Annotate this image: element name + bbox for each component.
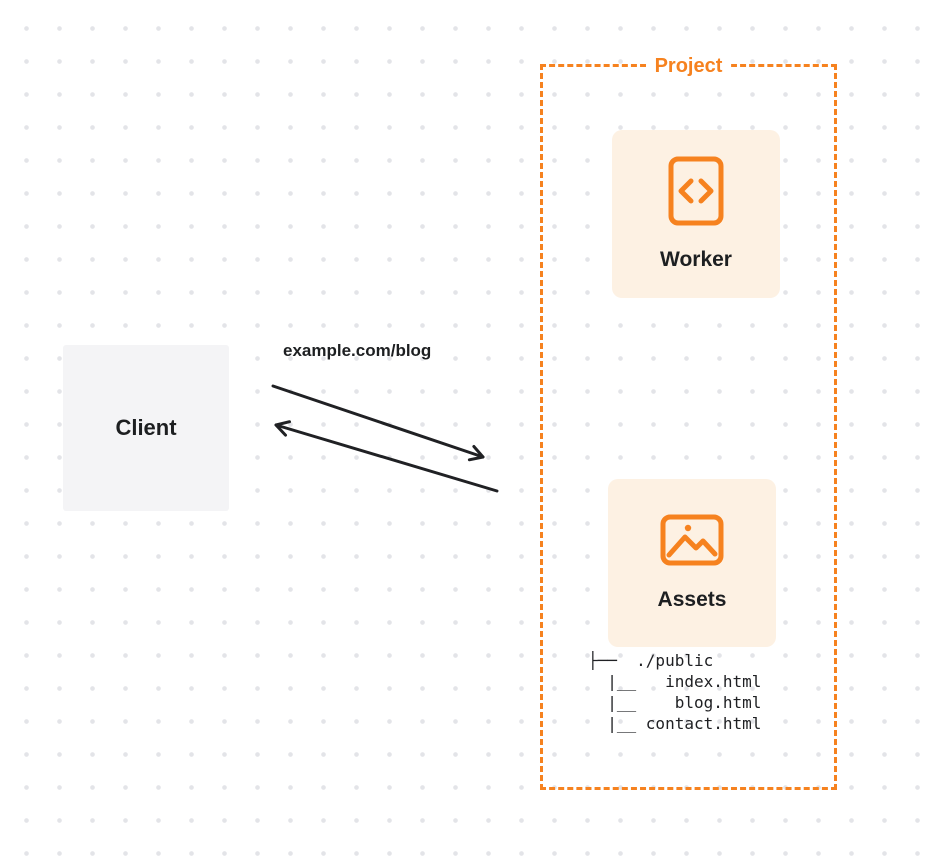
tree-line-blog: |__ blog.html	[588, 693, 762, 712]
tree-line-index: |__ index.html	[588, 672, 762, 691]
tree-line-contact: |__ contact.html	[588, 714, 762, 733]
project-container: Project Worker Assets	[540, 53, 837, 790]
worker-node: Worker	[612, 130, 780, 298]
request-url-label: example.com/blog	[283, 341, 432, 360]
file-tree: ├── ./public |__ index.html |__ blog.htm…	[588, 650, 761, 734]
tree-line-root: ├── ./public	[588, 651, 714, 670]
assets-label: Assets	[657, 588, 727, 611]
assets-node: Assets	[608, 479, 776, 647]
client-node: Client	[63, 345, 229, 511]
response-arrow	[274, 420, 499, 493]
image-icon	[660, 514, 724, 566]
code-icon	[668, 156, 724, 226]
project-label: Project	[645, 53, 732, 79]
client-label: Client	[115, 415, 177, 440]
worker-label: Worker	[660, 248, 732, 271]
request-arrow	[271, 384, 485, 462]
